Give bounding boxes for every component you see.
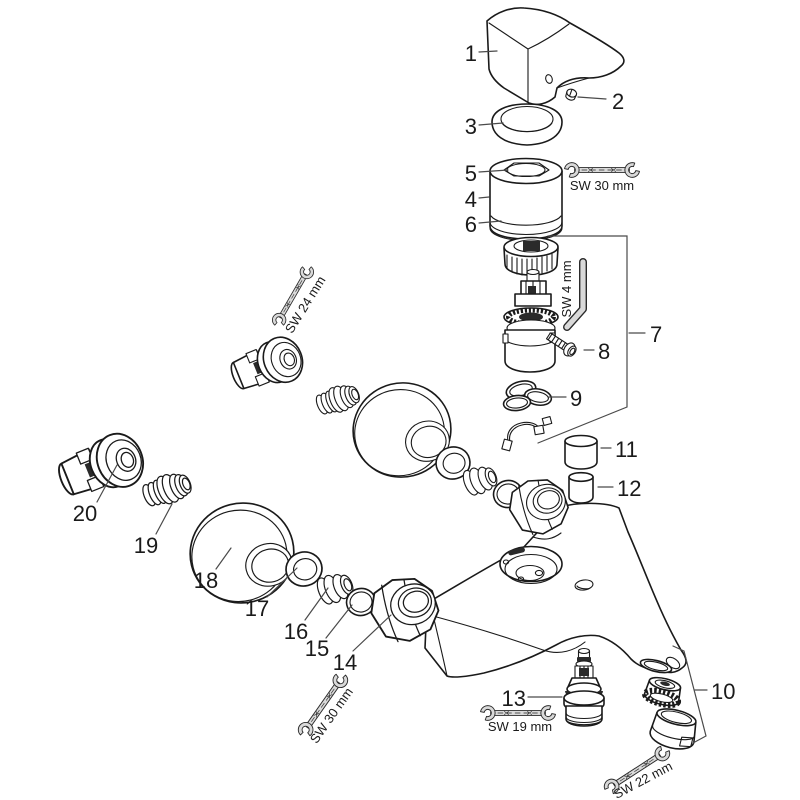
part-label-10: 10 xyxy=(711,679,735,704)
part-label-9: 9 xyxy=(570,386,582,411)
part-9-oring-set xyxy=(502,380,553,412)
part-label-15: 15 xyxy=(305,636,329,661)
part-label-3: 3 xyxy=(465,114,477,139)
part-3-ring xyxy=(491,103,563,146)
part-label-18: 18 xyxy=(194,568,218,593)
part-label-5: 5 xyxy=(465,161,477,186)
part-label-1: 1 xyxy=(465,41,477,66)
part-20-connector xyxy=(51,425,152,510)
callout-lines xyxy=(96,50,708,744)
allen-key-sw4 xyxy=(563,258,587,331)
part-label-19: 19 xyxy=(134,533,158,558)
aerator-housing xyxy=(649,708,697,750)
faucet-body xyxy=(424,502,687,678)
part-label-20: 20 xyxy=(73,501,97,526)
part-18-escutcheon xyxy=(178,491,306,615)
part-label-13: 13 xyxy=(502,686,526,711)
part-13-diverter xyxy=(563,647,605,727)
part-7-cartridge xyxy=(502,268,559,373)
aerator-seal xyxy=(639,658,673,674)
aerator-insert xyxy=(641,676,682,708)
part-2-screw xyxy=(565,88,578,101)
part-label-11: 11 xyxy=(615,437,638,462)
retaining-clip xyxy=(501,416,553,452)
part-label-17: 17 xyxy=(245,596,269,621)
deck-small-hole xyxy=(574,579,594,591)
part-label-12: 12 xyxy=(617,476,641,501)
cartridge-seat-hole xyxy=(499,545,563,585)
part-label-14: 14 xyxy=(333,650,357,675)
part-8-screw xyxy=(545,332,577,357)
part-label-4: 4 xyxy=(465,187,477,212)
part-4-5-6-sleeve xyxy=(489,157,563,242)
part-label-2: 2 xyxy=(612,89,624,114)
part-label-16: 16 xyxy=(284,619,308,644)
part-19-eccentric xyxy=(138,466,196,513)
part-label-6: 6 xyxy=(465,212,477,237)
tool-label-sw30-top: SW 30 mm xyxy=(570,178,634,193)
bracket-part-7 xyxy=(537,235,628,444)
tool-label-sw4: SW 4 mm xyxy=(559,260,574,317)
part-1-handle xyxy=(486,7,625,106)
part-label-8: 8 xyxy=(598,339,610,364)
tool-label-sw19: SW 19 mm xyxy=(488,719,552,734)
bracket-part-10 xyxy=(672,645,707,744)
cartridge-nut xyxy=(503,236,559,276)
part-10-aerator-group xyxy=(639,658,697,750)
part-label-7: 7 xyxy=(650,322,662,347)
part-12-sleeve xyxy=(568,471,594,504)
part-labels: 1 2 3 5 4 6 7 8 9 10 11 12 13 14 15 16 1… xyxy=(73,41,736,711)
part-11-sleeve xyxy=(564,434,598,470)
